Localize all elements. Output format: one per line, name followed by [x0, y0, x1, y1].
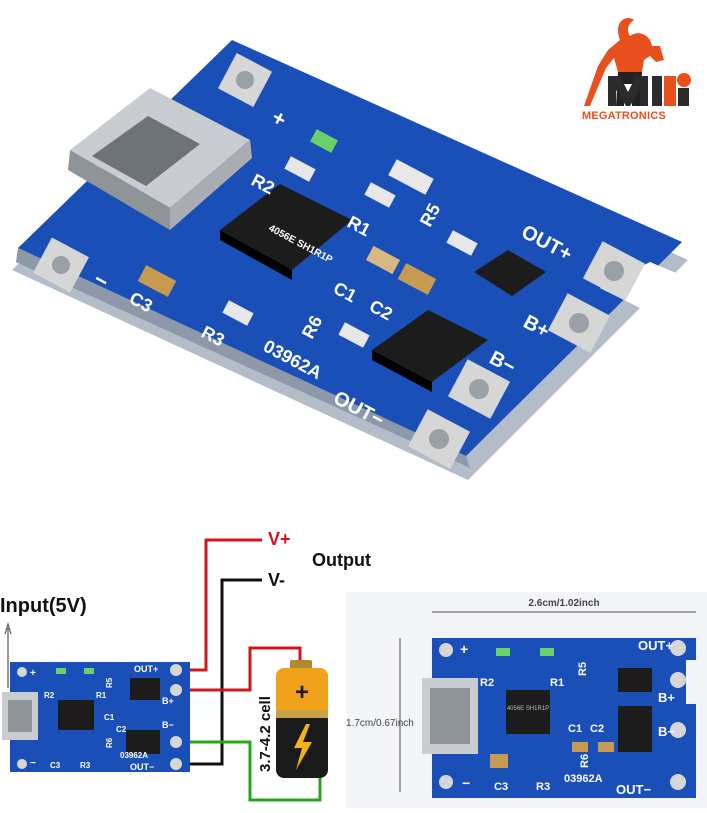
- svg-text:03962A: 03962A: [564, 773, 603, 785]
- width-dimension: 2.6cm/1.02inch: [528, 598, 599, 609]
- wiring-diagram: V+ V- Output Input(5V) + 3.7-4.2 cell + …: [0, 520, 420, 808]
- svg-text:OUT−: OUT−: [130, 762, 154, 772]
- svg-text:C2: C2: [116, 725, 127, 734]
- logo-text: MEGATRONICS: [582, 110, 666, 122]
- svg-text:C1: C1: [568, 723, 582, 735]
- wire-out-minus: [178, 578, 262, 766]
- protection-ic: [372, 310, 488, 392]
- svg-text:−: −: [462, 775, 470, 791]
- svg-text:R2: R2: [480, 677, 494, 689]
- pad-b-minus: [447, 359, 511, 419]
- svg-text:R1: R1: [96, 691, 107, 700]
- v-plus-label: V+: [268, 529, 291, 549]
- svg-text:C3: C3: [50, 761, 61, 770]
- height-dimension: 1.7cm/0.67inch: [346, 718, 414, 729]
- svg-text:B+: B+: [162, 696, 174, 706]
- pad-out-plus: [582, 241, 646, 301]
- wire-b-plus: [178, 646, 302, 692]
- svg-text:4056E SH1R1P: 4056E SH1R1P: [507, 706, 549, 712]
- logo: MEGATRONICS: [578, 10, 698, 125]
- svg-text:R1: R1: [550, 677, 564, 689]
- micro-usb-port: [68, 88, 252, 230]
- svg-text:−: −: [30, 758, 36, 769]
- svg-text:OUT−: OUT−: [616, 782, 651, 797]
- svg-text:R5: R5: [105, 677, 114, 688]
- wire-b-minus: [178, 740, 322, 802]
- svg-text:R2: R2: [44, 691, 55, 700]
- svg-text:R6: R6: [579, 754, 591, 768]
- bull-logo-icon: [584, 18, 691, 106]
- svg-text:03962A: 03962A: [120, 751, 148, 760]
- wire-out-plus: [178, 538, 262, 672]
- svg-text:C3: C3: [494, 781, 508, 793]
- dimensioned-board: 2.6cm/1.02inch 1.7cm/0.67inch 4056E SH1R…: [346, 592, 707, 808]
- pad-b-plus: [547, 293, 611, 353]
- svg-text:R6: R6: [105, 737, 114, 748]
- svg-text:C1: C1: [104, 713, 115, 722]
- cell-label: 3.7-4.2 cell: [257, 696, 274, 772]
- svg-text:+: +: [460, 641, 468, 657]
- svg-text:B−: B−: [658, 724, 675, 739]
- battery-icon: +: [276, 660, 328, 778]
- small-board: + R2 R1 R5 C1 C2 C3 R3 R6 03962A OUT+ B+…: [2, 662, 190, 772]
- svg-text:OUT+: OUT+: [638, 638, 673, 653]
- svg-text:R3: R3: [80, 761, 91, 770]
- mosfet: [474, 250, 546, 296]
- svg-text:+: +: [295, 679, 309, 706]
- svg-text:+: +: [30, 668, 36, 679]
- svg-text:B−: B−: [162, 720, 174, 730]
- svg-text:C2: C2: [590, 723, 604, 735]
- input-label: Input(5V): [0, 595, 87, 617]
- output-label: Output: [312, 550, 371, 570]
- svg-text:R5: R5: [577, 662, 589, 676]
- v-minus-label: V-: [268, 570, 285, 590]
- pad-minus: [33, 237, 89, 293]
- svg-text:R3: R3: [536, 781, 550, 793]
- board-photo-top: 4056E SH1R1P + R2 R1 R5 C1 C2 C3 R3 R6 0…: [0, 40, 700, 480]
- pad-out-minus: [407, 409, 471, 469]
- svg-text:B+: B+: [658, 690, 675, 705]
- pad-plus: [217, 52, 273, 108]
- svg-text:OUT+: OUT+: [134, 664, 158, 674]
